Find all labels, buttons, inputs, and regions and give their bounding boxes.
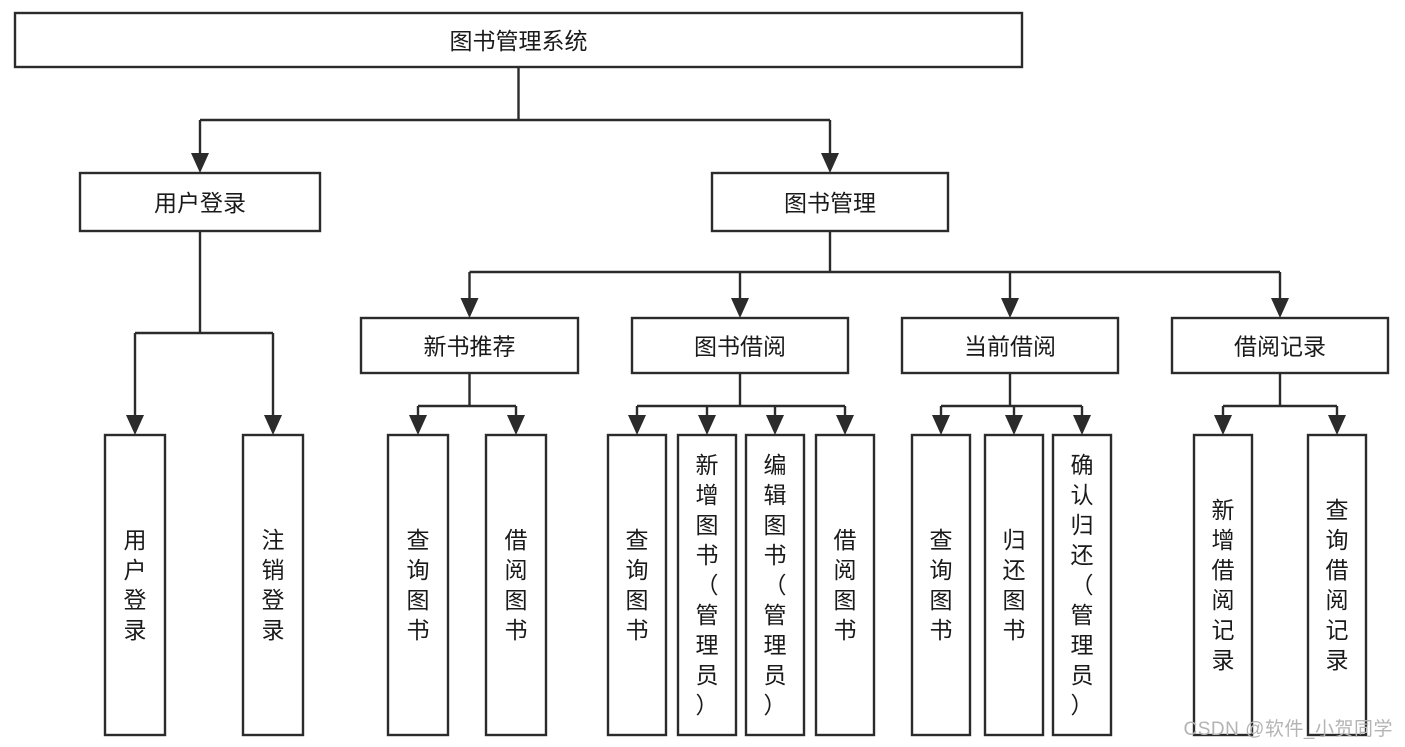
- connector-group-root: [191, 67, 839, 173]
- node-leaf-query-book-current[interactable]: 查询图书: [910, 433, 972, 737]
- node-box-leaf-edit-book-admin: [744, 433, 806, 737]
- node-box-borrow-record: [1170, 316, 1390, 375]
- node-leaf-return-book[interactable]: 归还图书: [983, 433, 1045, 737]
- node-user-login[interactable]: 用户登录: [78, 171, 322, 233]
- node-label-leaf-borrow-book-recommend: 借阅图书: [505, 527, 528, 643]
- node-label-book-manage: 图书管理: [784, 190, 876, 216]
- node-label-current-borrow: 当前借阅: [964, 334, 1056, 360]
- node-label-new-book-recommend: 新书推荐: [424, 334, 516, 360]
- node-label-leaf-query-book-borrow: 查询图书: [626, 527, 649, 643]
- arrow-head-icon: [1271, 298, 1289, 318]
- node-label-leaf-borrow-book: 借阅图书: [834, 527, 857, 643]
- node-leaf-edit-book-admin[interactable]: 编辑图书（管理员）: [744, 433, 806, 737]
- node-label-leaf-add-borrow-record: 新增借阅记录: [1212, 497, 1235, 673]
- node-box-book-borrow: [630, 316, 850, 375]
- arrow-head-icon: [1073, 415, 1091, 435]
- node-label-borrow-record: 借阅记录: [1234, 334, 1326, 360]
- node-label-root: 图书管理系统: [450, 28, 588, 54]
- node-label-leaf-query-book-recommend: 查询图书: [407, 527, 430, 643]
- node-label-leaf-edit-book-admin: 编辑图书（管理员）: [764, 452, 787, 718]
- node-leaf-query-book-borrow[interactable]: 查询图书: [606, 433, 668, 737]
- node-label-book-borrow: 图书借阅: [694, 334, 786, 360]
- node-box-leaf-query-book-recommend: [386, 433, 450, 737]
- node-box-book-manage: [710, 171, 950, 233]
- arrow-head-icon: [1328, 415, 1346, 435]
- node-leaf-confirm-return-admin[interactable]: 确认归还（管理员）: [1051, 433, 1113, 737]
- connector-group-new-book-recommend: [409, 373, 525, 435]
- node-label-user-login: 用户登录: [154, 190, 246, 216]
- connector-group-user-login: [126, 231, 282, 435]
- nodes-layer: 图书管理系统用户登录图书管理新书推荐图书借阅当前借阅借阅记录用户登录注销登录查询…: [13, 11, 1390, 737]
- node-box-leaf-user-login: [103, 433, 167, 737]
- node-box-user-login: [78, 171, 322, 233]
- node-box-leaf-borrow-book: [814, 433, 876, 737]
- arrow-head-icon: [460, 298, 479, 318]
- arrow-head-icon: [126, 415, 144, 435]
- node-root[interactable]: 图书管理系统: [13, 11, 1024, 69]
- node-box-root: [13, 11, 1024, 69]
- node-box-leaf-add-book-admin: [676, 433, 738, 737]
- node-label-leaf-confirm-return-admin: 确认归还（管理员）: [1071, 452, 1094, 718]
- arrow-head-icon: [1005, 415, 1023, 435]
- node-label-leaf-query-borrow-record: 查询借阅记录: [1326, 497, 1349, 673]
- node-leaf-borrow-book[interactable]: 借阅图书: [814, 433, 876, 737]
- arrow-head-icon: [507, 415, 525, 435]
- node-box-leaf-return-book: [983, 433, 1045, 737]
- node-borrow-record[interactable]: 借阅记录: [1170, 316, 1390, 375]
- connector-group-borrow-record: [1214, 373, 1346, 435]
- arrow-head-icon: [264, 415, 282, 435]
- node-leaf-borrow-book-recommend[interactable]: 借阅图书: [484, 433, 548, 737]
- node-box-leaf-add-borrow-record: [1192, 433, 1254, 737]
- node-label-leaf-query-book-current: 查询图书: [930, 527, 953, 643]
- node-leaf-user-login[interactable]: 用户登录: [103, 433, 167, 737]
- node-leaf-add-book-admin[interactable]: 新增图书（管理员）: [676, 433, 738, 737]
- arrow-head-icon: [409, 415, 427, 435]
- node-box-leaf-query-book-borrow: [606, 433, 668, 737]
- node-leaf-query-borrow-record[interactable]: 查询借阅记录: [1306, 433, 1368, 737]
- arrow-head-icon: [1214, 415, 1232, 435]
- node-label-leaf-user-login: 用户登录: [124, 527, 147, 643]
- node-leaf-add-borrow-record[interactable]: 新增借阅记录: [1192, 433, 1254, 737]
- node-leaf-query-book-recommend[interactable]: 查询图书: [386, 433, 450, 737]
- arrow-head-icon: [932, 415, 950, 435]
- arrow-head-icon: [766, 415, 784, 435]
- connector-group-book-manage: [460, 231, 1289, 318]
- node-box-current-borrow: [900, 316, 1120, 375]
- node-new-book-recommend[interactable]: 新书推荐: [359, 316, 580, 375]
- node-leaf-logout-login[interactable]: 注销登录: [241, 433, 305, 737]
- connector-group-current-borrow: [932, 373, 1091, 435]
- arrow-head-icon: [836, 415, 854, 435]
- node-book-manage[interactable]: 图书管理: [710, 171, 950, 233]
- node-box-leaf-borrow-book-recommend: [484, 433, 548, 737]
- arrow-head-icon: [1001, 298, 1019, 318]
- arrow-head-icon: [628, 415, 646, 435]
- arrow-head-icon: [698, 415, 716, 435]
- node-box-new-book-recommend: [359, 316, 580, 375]
- arrow-head-icon: [731, 298, 749, 318]
- node-book-borrow[interactable]: 图书借阅: [630, 316, 850, 375]
- node-box-leaf-confirm-return-admin: [1051, 433, 1113, 737]
- arrow-head-icon: [191, 153, 209, 173]
- connectors-layer: [126, 67, 1346, 435]
- node-label-leaf-return-book: 归还图书: [1003, 527, 1026, 643]
- node-box-leaf-query-book-current: [910, 433, 972, 737]
- connector-group-book-borrow: [628, 373, 854, 435]
- arrow-head-icon: [821, 153, 839, 173]
- node-box-leaf-query-borrow-record: [1306, 433, 1368, 737]
- node-label-leaf-logout-login: 注销登录: [262, 527, 285, 643]
- node-box-leaf-logout-login: [241, 433, 305, 737]
- node-current-borrow[interactable]: 当前借阅: [900, 316, 1120, 375]
- node-label-leaf-add-book-admin: 新增图书（管理员）: [696, 452, 719, 718]
